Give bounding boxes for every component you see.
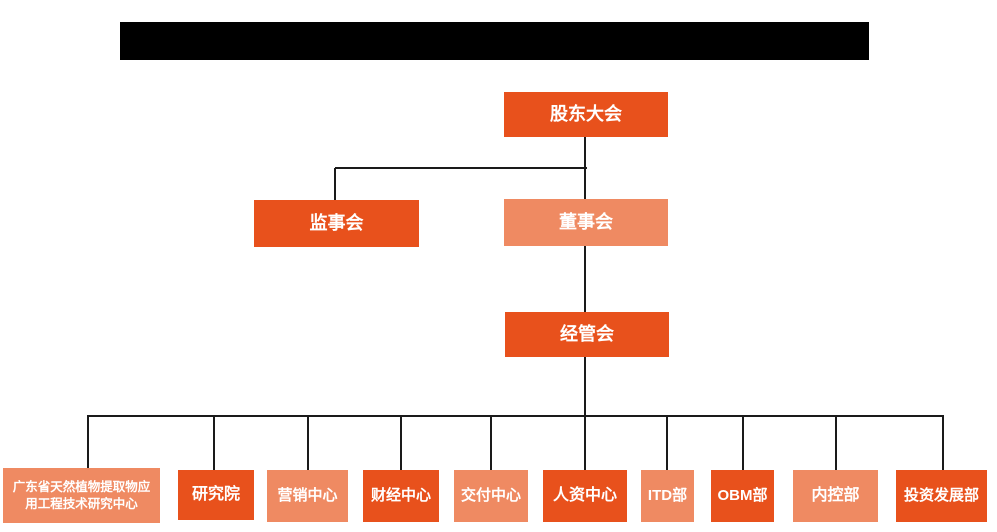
connector-line-vertical (307, 416, 309, 470)
org-node-hr-center: 人资中心 (543, 470, 627, 522)
org-node-management-committee: 经管会 (505, 312, 669, 357)
org-node-research-institute: 研究院 (178, 470, 254, 520)
org-node-label: 营销中心 (277, 486, 338, 504)
connector-line-vertical (584, 416, 586, 470)
org-node-label: 内控部 (811, 487, 860, 505)
connector-line-vertical (584, 357, 586, 417)
org-node-label: 广东省天然植物提取物应用工程技术研究中心 (12, 479, 151, 511)
connector-line-vertical (835, 416, 837, 470)
org-node-label: 交付中心 (460, 486, 521, 504)
org-node-delivery-center: 交付中心 (454, 470, 528, 522)
connector-line-vertical (942, 416, 944, 470)
connector-line-horizontal (87, 415, 944, 417)
connector-line-vertical (400, 416, 402, 470)
org-node-internal-control-dept: 内控部 (793, 470, 878, 522)
redacted-title-bar (120, 22, 869, 60)
org-node-investment-development-dept: 投资发展部 (896, 470, 987, 522)
connector-line-vertical (584, 246, 586, 312)
connector-line-vertical (742, 416, 744, 470)
connector-line-vertical (334, 168, 336, 200)
org-node-label: ITD部 (647, 486, 688, 504)
connector-line-vertical (490, 416, 492, 470)
org-node-board-of-directors: 董事会 (504, 199, 668, 246)
org-node-guangdong-plant-extract-research-center: 广东省天然植物提取物应用工程技术研究中心 (3, 468, 160, 523)
org-node-supervisory-board: 监事会 (254, 200, 419, 247)
org-node-label: 经管会 (560, 324, 614, 345)
org-node-label: 财经中心 (370, 486, 431, 504)
org-node-label: 研究院 (191, 486, 240, 504)
org-node-shareholders-meeting: 股东大会 (504, 92, 668, 137)
org-node-finance-center: 财经中心 (363, 470, 439, 522)
org-node-label: 人资中心 (552, 487, 617, 505)
org-node-label: 监事会 (309, 213, 364, 234)
org-node-label: 股东大会 (550, 104, 622, 125)
org-node-itd-dept: ITD部 (641, 470, 694, 522)
org-node-marketing-center: 营销中心 (267, 470, 348, 522)
connector-line-vertical (213, 416, 215, 470)
connector-line-vertical (666, 416, 668, 470)
connector-line-horizontal (335, 167, 587, 169)
org-node-label: 董事会 (559, 212, 613, 233)
org-node-label: OBM部 (717, 486, 768, 504)
org-node-obm-dept: OBM部 (711, 470, 774, 522)
connector-line-vertical (87, 416, 89, 468)
org-node-label: 投资发展部 (903, 486, 979, 504)
